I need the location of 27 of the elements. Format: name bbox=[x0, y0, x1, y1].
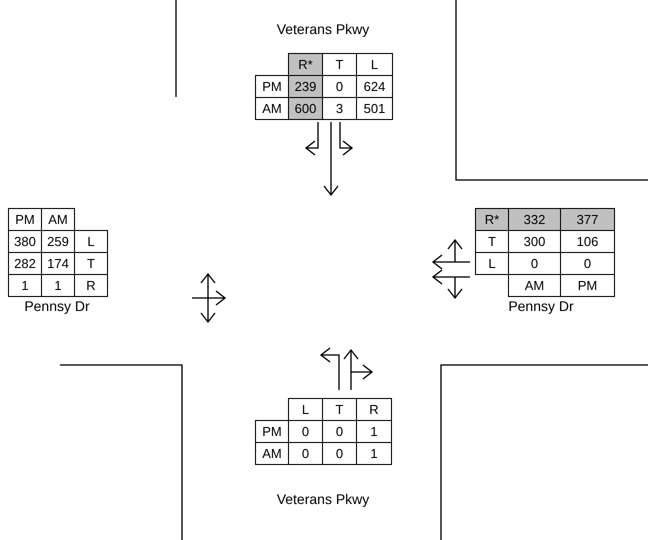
street-name: Pennsy Dr bbox=[23, 298, 91, 314]
table-cell: L bbox=[356, 53, 393, 76]
table-cell: L bbox=[475, 252, 509, 275]
table-cell: L bbox=[288, 398, 323, 421]
table-cell: 332 bbox=[508, 208, 561, 231]
table-cell: R* bbox=[288, 53, 323, 76]
table-cell: PM bbox=[8, 208, 42, 231]
table-cell: L bbox=[74, 230, 108, 253]
table-cell: AM bbox=[255, 97, 289, 120]
table-cell: 1 bbox=[8, 274, 42, 297]
street-name: Pennsy Dr bbox=[507, 298, 575, 314]
street-name: Veterans Pkwy bbox=[276, 21, 370, 37]
table-cell: 600 bbox=[288, 97, 323, 120]
table-cell: 1 bbox=[356, 442, 392, 465]
table-cell: 501 bbox=[356, 97, 393, 120]
table-cell: AM bbox=[508, 274, 561, 297]
table-cell: 377 bbox=[560, 208, 615, 231]
table-cell: 239 bbox=[288, 75, 323, 98]
table-cell: R bbox=[356, 398, 392, 421]
table-cell: AM bbox=[255, 442, 289, 465]
table-cell: PM bbox=[255, 420, 289, 443]
table-cell: R bbox=[74, 274, 108, 297]
table-cell: AM bbox=[41, 208, 75, 231]
table-cell: PM bbox=[255, 75, 289, 98]
table-cell: PM bbox=[560, 274, 615, 297]
street-name: Veterans Pkwy bbox=[276, 491, 370, 507]
table-cell: R* bbox=[475, 208, 509, 231]
